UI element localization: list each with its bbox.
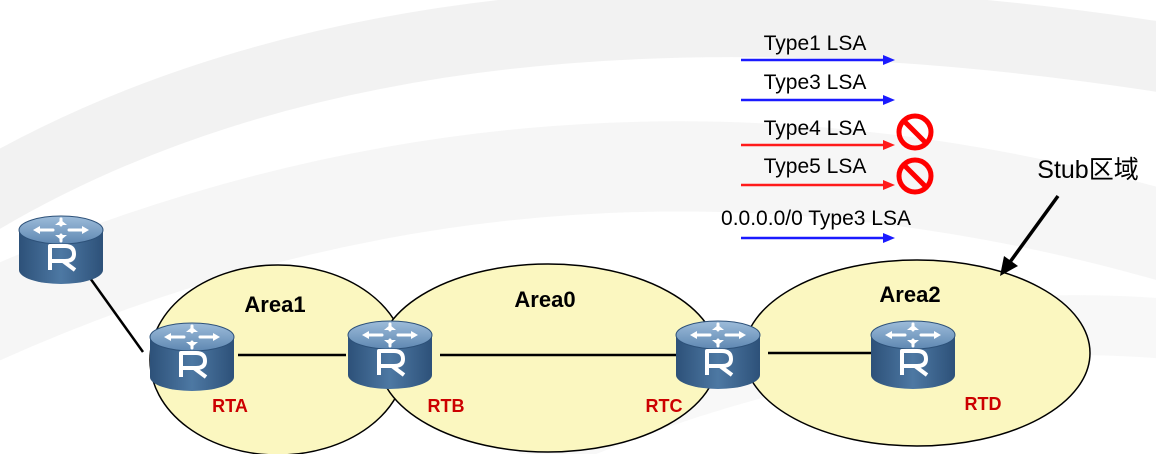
lsa-label: Type4 LSA <box>764 117 867 140</box>
router-label-rta: RTA <box>212 396 248 416</box>
router-label-rtd: RTD <box>965 394 1002 414</box>
arrow-head-icon <box>883 233 895 243</box>
router-icon <box>346 319 434 391</box>
blocked-icon <box>896 157 934 195</box>
arrow-head-icon <box>883 55 895 65</box>
lsa-legend-item: Type5 LSA <box>741 155 934 195</box>
router-icon <box>674 319 762 391</box>
lsa-legend-item: Type1 LSA <box>741 32 895 65</box>
lsa-legend-item: Type3 LSA <box>741 71 895 105</box>
area1-label: Area1 <box>244 292 305 317</box>
lsa-label: Type1 LSA <box>764 32 867 55</box>
links <box>88 277 872 357</box>
lsa-label: 0.0.0.0/0 Type3 LSA <box>721 207 911 230</box>
lsa-legend-item: Type4 LSA <box>741 113 934 151</box>
lsa-label: Type3 LSA <box>764 71 867 94</box>
arrow-head-icon <box>883 140 895 150</box>
router-icon <box>869 319 957 391</box>
stub-area-callout: Stub区域 <box>1037 156 1138 184</box>
blocked-icon <box>896 113 934 151</box>
arrow-head-icon <box>883 95 895 105</box>
link-external-rta <box>88 277 145 353</box>
router-icon <box>17 214 105 286</box>
area2-label: Area2 <box>879 282 940 307</box>
lsa-legend-item: 0.0.0.0/0 Type3 LSA <box>721 207 911 243</box>
callout-arrow-icon <box>1000 194 1060 276</box>
router-label-rtb: RTB <box>428 396 465 416</box>
arrow-head-icon <box>883 180 895 190</box>
router-label-rtc: RTC <box>646 396 683 416</box>
router-icon <box>148 321 236 393</box>
lsa-label: Type5 LSA <box>764 155 867 178</box>
area0-label: Area0 <box>514 287 575 312</box>
lsa-legend: Type1 LSA Type3 LSA Type4 LSA Type5 LSA <box>721 32 934 243</box>
